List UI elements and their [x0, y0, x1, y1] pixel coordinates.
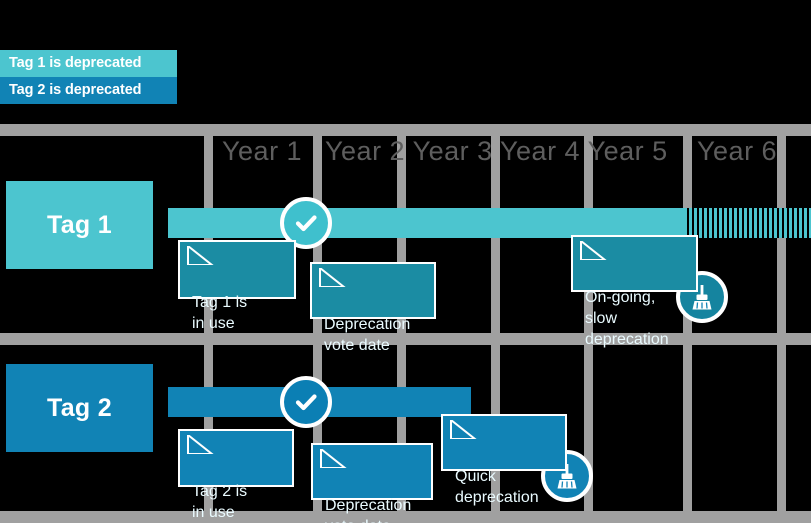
- callout-text: Deprecation vote date: [324, 316, 411, 354]
- callout-notch-icon: [579, 220, 609, 260]
- grid-line-vertical: [397, 124, 406, 523]
- check-icon: [280, 376, 332, 428]
- callout-tag-2-vote-date: Deprecation vote date: [311, 443, 433, 523]
- check-icon: [280, 197, 332, 249]
- column-header-1: Year 1: [222, 136, 303, 166]
- callout-tag-2-in-use: Tag 2 is in use: [178, 429, 294, 521]
- tag-label-box-2: Tag 2: [6, 364, 153, 452]
- callout-text: On-going, slow deprecation: [585, 289, 669, 348]
- grid-line-vertical: [313, 124, 322, 523]
- callout-text: Tag 2 is in use: [192, 483, 248, 521]
- grid-line-horizontal: [0, 511, 811, 523]
- column-header-2: Year 2 Year 3: [325, 136, 491, 166]
- legend: Tag 1 is deprecated Tag 2 is deprecated: [0, 50, 177, 104]
- callout-text: Deprecation vote date: [325, 497, 412, 523]
- callout-text: Tag 1 is in use: [192, 294, 248, 332]
- legend-tag-1: Tag 1 is deprecated: [0, 50, 177, 77]
- callout-tag-1-in-use: Tag 1 is in use: [178, 240, 296, 332]
- grid-line-horizontal: [0, 333, 811, 345]
- grid-line-vertical: [584, 124, 593, 523]
- grid-line-vertical: [491, 124, 500, 523]
- tag-label-box-1: Tag 1: [6, 181, 153, 269]
- timeline-bar-tag-1: [168, 208, 684, 238]
- column-header-4: Year 6: [697, 136, 777, 166]
- callout-text: Quick deprecation: [455, 468, 539, 506]
- callout-tag-2-quick-deprecation: Quick deprecation: [441, 414, 567, 506]
- callout-tag-1-slow-deprecation: On-going, slow deprecation: [571, 235, 698, 348]
- timeline-bar-fade-tag-1: [684, 208, 811, 238]
- callout-notch-icon: [186, 414, 216, 454]
- column-header-3: Year 4 Year 5: [500, 136, 668, 166]
- callout-notch-icon: [186, 225, 216, 265]
- grid-line-vertical: [683, 124, 692, 523]
- callout-notch-icon: [319, 428, 349, 468]
- callout-tag-1-vote-date: Deprecation vote date: [310, 262, 436, 354]
- grid-line-vertical: [777, 124, 786, 523]
- legend-tag-2: Tag 2 is deprecated: [0, 77, 177, 104]
- callout-notch-icon: [449, 399, 479, 439]
- tag-label-text-1: Tag 1: [47, 210, 112, 239]
- tag-label-text-2: Tag 2: [47, 393, 112, 422]
- callout-notch-icon: [318, 247, 348, 287]
- grid-line-horizontal: [0, 124, 811, 136]
- grid-line-vertical: [204, 124, 213, 523]
